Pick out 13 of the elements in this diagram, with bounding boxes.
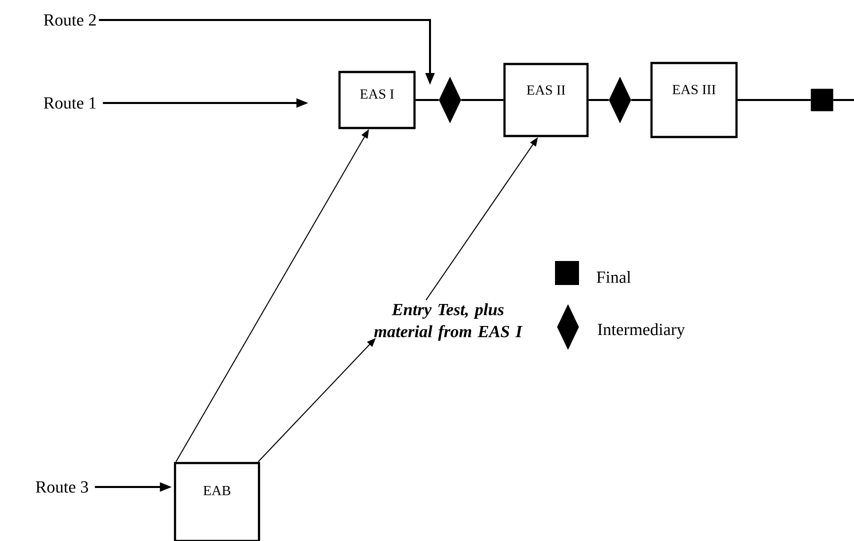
- course-box: EAS II: [503, 62, 589, 138]
- course-box: EAB: [174, 462, 260, 541]
- route-label: Route 3: [36, 481, 88, 493]
- route-label: Route 2: [44, 14, 96, 26]
- route-label: Route 1: [44, 97, 96, 109]
- legend-label: Intermediary: [598, 323, 685, 339]
- course-box: EAS I: [338, 70, 416, 130]
- legend-label: Final: [596, 271, 631, 283]
- diamond-marker: [438, 76, 462, 124]
- square-marker: [810, 88, 834, 112]
- note-text: Entry Test, plus material from EAS I: [374, 303, 523, 341]
- diamond-marker: [608, 76, 632, 124]
- course-box: EAS III: [650, 62, 738, 138]
